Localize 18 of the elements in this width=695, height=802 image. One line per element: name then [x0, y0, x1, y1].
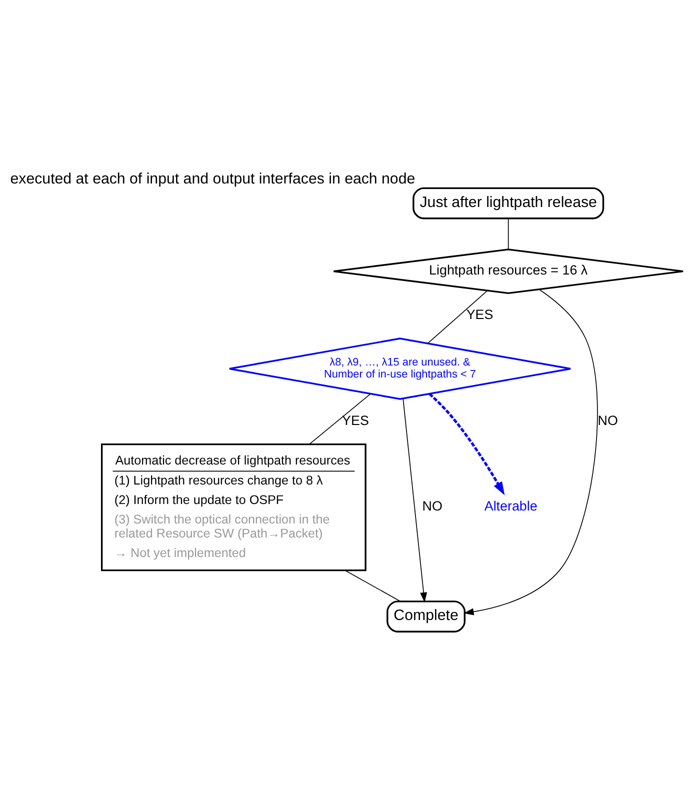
- edge-label: YES: [466, 306, 494, 322]
- arrow: [428, 392, 505, 495]
- node-label: executed at each of input and output interfaces in each node: [10, 170, 416, 187]
- node-text: Alterable: [484, 498, 538, 514]
- edge-label: NO: [422, 498, 442, 514]
- edge-label: YES: [342, 412, 369, 428]
- node-box: Automatic decrease of lightpath resources (1) Lightpath resources change to 8 λ (2) Inform the update to OSPF (3) Switch the optical connection in the related Resource SW (Path→Packet) → Not yet implemented: [100, 443, 366, 571]
- connector: [308, 393, 371, 444]
- connector: [427, 290, 488, 344]
- node-diamond: λ8, λ9, …, λ15 are unused. & Number of in-use lightpaths < 7: [228, 337, 572, 400]
- arrow: [464, 288, 598, 615]
- edge-label: NO: [598, 412, 618, 428]
- node-box: Just after lightpath release: [412, 186, 604, 219]
- node-diamond: Lightpath resources = 16 λ: [332, 248, 684, 294]
- arrow: [402, 398, 428, 602]
- node-box: Complete: [386, 600, 466, 632]
- connector: [508, 218, 509, 250]
- connector: [344, 569, 401, 602]
